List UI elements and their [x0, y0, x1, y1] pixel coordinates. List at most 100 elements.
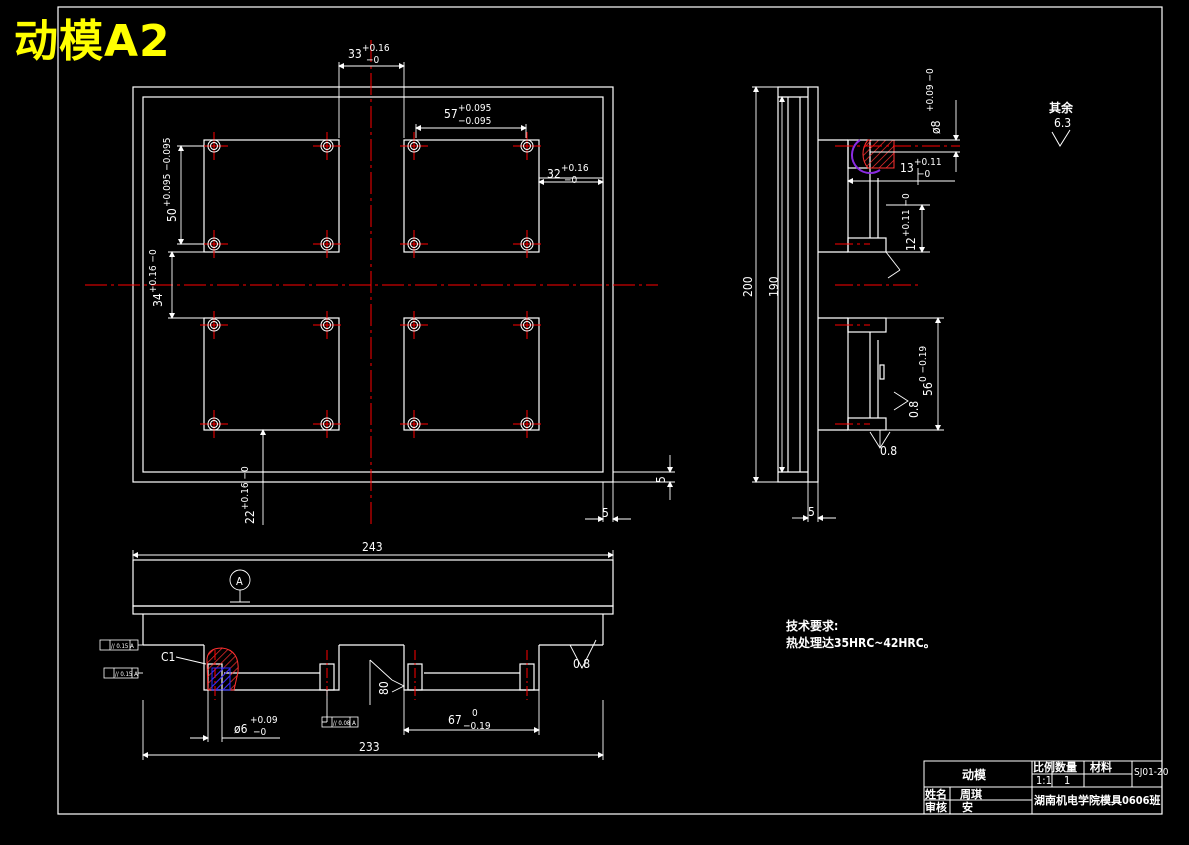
dim-50: 50 [165, 208, 179, 222]
roughness-bottom: 0.8 [880, 444, 897, 458]
ejector-hole [513, 410, 541, 438]
dim-67: 67 [448, 713, 462, 727]
dim-32-tol-lower: −0 [564, 175, 578, 186]
side-outer [777, 86, 819, 483]
ejector-hole [200, 410, 228, 438]
pocket-top-right [403, 139, 540, 253]
dim-5-right: 5 [602, 506, 609, 520]
tb-material-label: 材料 [1090, 760, 1112, 774]
dim-34: 34 [151, 293, 165, 307]
tb-review-label: 审核 [925, 800, 947, 814]
pocket-bottom-left [203, 317, 340, 431]
roughness-other-value: 6.3 [1054, 116, 1071, 130]
dim-33-tol-upper: +0.16 [362, 43, 390, 54]
section-top-plate [132, 559, 614, 607]
side-detail-arc [862, 139, 895, 169]
ejector-hole [400, 132, 428, 160]
dim-56: 56 [921, 382, 935, 396]
ejector-hole [513, 311, 541, 339]
roughness-side: 0.8 [907, 401, 921, 418]
ejector-hole [313, 132, 341, 160]
dim-pin-dia: ø6 [234, 722, 248, 736]
dim-13: 13 [900, 161, 914, 175]
chamfer-c1: C1 [161, 650, 175, 664]
front-centerlines [85, 40, 658, 525]
tb-name-value: 周琪 [960, 787, 982, 801]
dim-5-bottom: 5 [654, 476, 668, 483]
ejector-hole [313, 410, 341, 438]
front-inner-border [142, 96, 604, 473]
front-dim-text: 33 +0.16 −0 57 +0.095 −0.095 32 +0.16 −0… [148, 43, 668, 524]
dim-57: 57 [444, 107, 458, 121]
section-centerlines [214, 650, 528, 700]
dim-12-tol: +0.11 −0 [901, 193, 912, 237]
side-centerlines [835, 145, 960, 425]
ejector-hole [200, 132, 228, 160]
section-dim-text: 243 A C1 ø6 +0.09 −0 67 0 −0.19 233 0.8 … [111, 540, 590, 754]
dim-67-tol-lower: −0.19 [463, 721, 491, 732]
dim-22-tol: +0.16 −0 [240, 466, 251, 510]
tb-qty-label: 数量 [1055, 760, 1077, 774]
dim-50-tol: +0.095 −0.095 [162, 138, 173, 207]
section-view [132, 559, 614, 691]
gdt-frames [99, 639, 359, 728]
pocket-top-left [203, 139, 340, 253]
tb-review-value: 安 [962, 800, 973, 814]
pocket-bottom-right [403, 317, 540, 431]
roughness-section-right: 0.8 [573, 657, 590, 671]
ejector-hole [400, 311, 428, 339]
dim-34-tol: +0.16 −0 [148, 249, 159, 293]
dim-67-tol-upper: 0 [472, 708, 478, 719]
tb-scale-label: 比例 [1033, 760, 1055, 774]
tb-part-name: 动模 [962, 767, 987, 782]
tb-drawing-no: SJ01-20 [1134, 767, 1169, 778]
dim-12: 12 [904, 237, 918, 251]
dim-33-tol-lower: −0 [366, 55, 380, 66]
drawing-title: 动模A2 [14, 16, 171, 67]
dim-hole-dia: ø8 [929, 120, 943, 134]
ejector-hole [513, 132, 541, 160]
dim-pin-dia-tol-lower: −0 [253, 727, 267, 738]
dim-233: 233 [359, 740, 380, 754]
ejector-holes [200, 132, 541, 438]
technical-requirements: 技术要求: 热处理达35HRC~42HRC。 [786, 618, 936, 650]
ejector-hole [400, 410, 428, 438]
dim-pin-dia-tol-upper: +0.09 [250, 715, 278, 726]
dim-57-tol-lower: −0.095 [458, 116, 491, 127]
section-dimensions [132, 550, 614, 760]
ejector-hole [200, 230, 228, 258]
ejector-hole [400, 230, 428, 258]
tb-scale-value: 1:1 [1036, 774, 1052, 787]
dim-56-tol: 0 −0.19 [918, 346, 929, 382]
tb-name-label: 姓名 [925, 787, 947, 801]
ejector-hole [313, 230, 341, 258]
dim-5-side: 5 [808, 505, 815, 519]
gdt-text-3: // 0.08 A [333, 720, 356, 727]
tb-school: 湖南机电学院模具0606班 [1034, 793, 1161, 807]
dim-200: 200 [741, 276, 755, 297]
title-block-text: 动模 比例 数量 材料 SJ01-20 1:1 1 姓名 周琪 审核 安 湖南机… [925, 760, 1169, 814]
side-dim-text: 200 190 ø8 +0.09 −0 13 +0.11 −0 12 +0.11… [741, 68, 943, 519]
front-dimensions [168, 62, 675, 525]
drawing-frame [57, 6, 1163, 815]
dim-13-tol-upper: +0.11 [914, 157, 942, 168]
dim-32: 32 [547, 167, 561, 181]
roughness-other: 其余 6.3 [1049, 100, 1074, 147]
dim-243: 243 [362, 540, 383, 554]
ejector-hole [513, 230, 541, 258]
dim-32-tol-upper: +0.16 [561, 163, 589, 174]
roughness-other-label: 其余 [1049, 100, 1074, 115]
title-block [923, 760, 1163, 815]
dim-22: 22 [243, 510, 257, 524]
tb-qty-value: 1 [1064, 774, 1070, 787]
dim-hole-dia-tol: +0.09 −0 [925, 68, 936, 112]
ejector-hole [200, 311, 228, 339]
gdt-text-1: // 0.15 A [111, 643, 134, 650]
dim-190: 190 [767, 276, 781, 297]
datum-a: A [236, 575, 243, 588]
dim-33: 33 [348, 47, 362, 61]
side-dimensions [752, 86, 960, 522]
section-hatch-blue [211, 667, 231, 691]
